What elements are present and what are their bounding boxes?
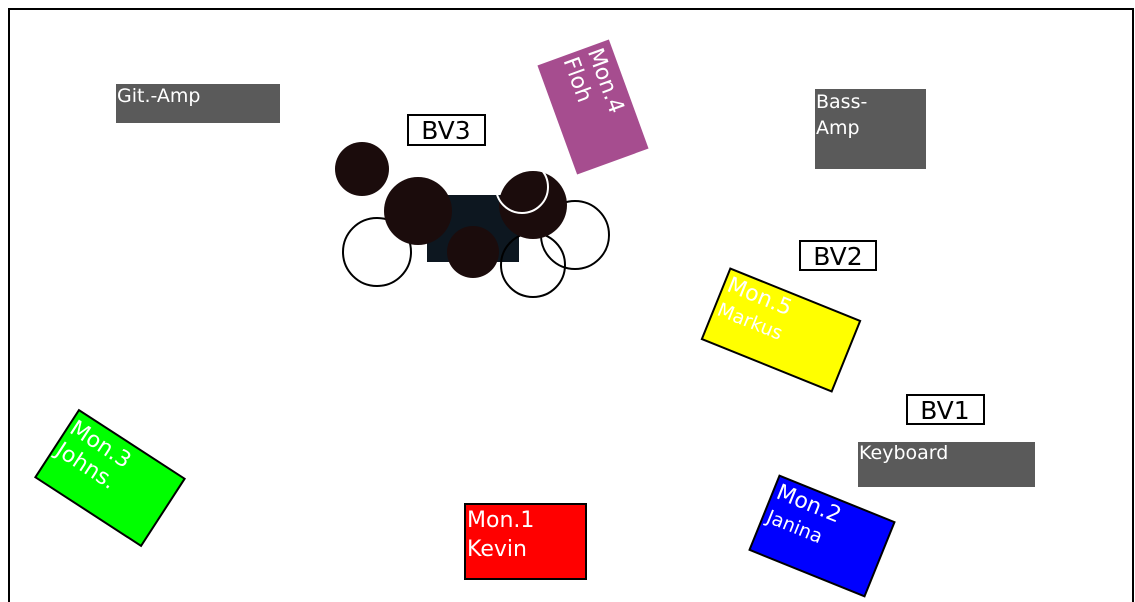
- vocal-bv2-label: BV2: [813, 242, 862, 271]
- vocal-bv1-label: BV1: [920, 396, 969, 425]
- bass-amp-label-line1: Bass-: [816, 91, 867, 113]
- keyboard: Keyboard: [858, 442, 1035, 487]
- monitor-1-line2: Kevin: [467, 537, 527, 562]
- vocal-bv3-label: BV3: [421, 116, 470, 145]
- guitar-amp: Git.-Amp: [116, 84, 280, 123]
- tom-left-icon: [384, 177, 452, 245]
- bass-amp-label-line2: Amp: [816, 117, 860, 139]
- vocal-bv1: BV1: [907, 395, 984, 425]
- monitor-1: Mon.1 Kevin: [465, 504, 586, 579]
- monitor-1-line1: Mon.1: [467, 508, 534, 533]
- bass-amp: Bass- Amp: [815, 89, 926, 169]
- vocal-bv3: BV3: [408, 115, 485, 145]
- tom-small-icon: [335, 142, 389, 196]
- guitar-amp-label: Git.-Amp: [117, 85, 201, 107]
- vocal-bv2: BV2: [800, 241, 876, 271]
- tom-right-icon: [499, 171, 567, 239]
- keyboard-label: Keyboard: [859, 442, 948, 464]
- snare-icon: [447, 226, 499, 278]
